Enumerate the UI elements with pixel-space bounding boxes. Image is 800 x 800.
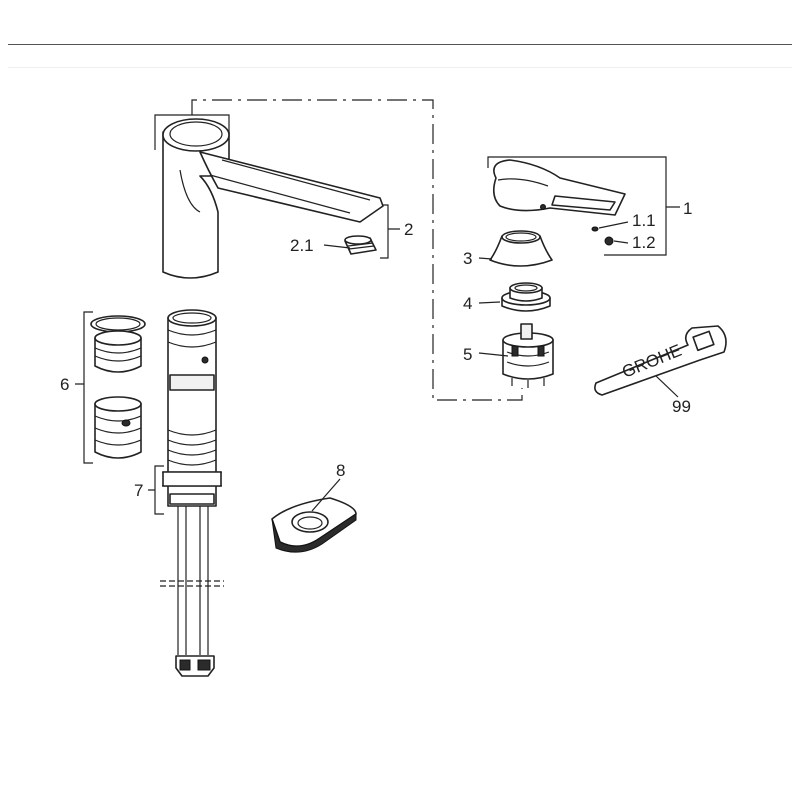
label-1-2-leader <box>613 240 629 244</box>
label-4: 4 <box>463 294 472 313</box>
header-rule <box>8 44 792 45</box>
cap <box>604 236 614 246</box>
cover-cap <box>489 230 553 267</box>
label-3-leader <box>478 257 493 260</box>
label-8-leader <box>311 478 341 512</box>
label-1-2: 1.2 <box>632 233 656 252</box>
label-6: 6 <box>60 375 69 394</box>
label-7: 7 <box>134 481 143 500</box>
cartridge <box>502 323 554 388</box>
label-4-leader <box>478 301 501 304</box>
screw <box>591 226 599 232</box>
seal-ring-set-upper <box>90 315 146 373</box>
seal-ring-set-lower <box>94 396 142 459</box>
label-5-leader <box>478 352 509 357</box>
label-5: 5 <box>463 345 472 364</box>
aerator <box>344 235 377 255</box>
label-99-leader <box>655 375 679 398</box>
label-3: 3 <box>463 249 472 268</box>
label-6-bracket <box>75 311 93 464</box>
label-1-1: 1.1 <box>632 211 656 230</box>
label-8: 8 <box>336 461 345 480</box>
label-7-bracket <box>148 465 164 515</box>
supply-hoses <box>160 506 224 677</box>
label-2: 2 <box>404 220 413 239</box>
assembly-connector-line <box>191 99 523 401</box>
handle-lever <box>492 159 626 216</box>
label-99: 99 <box>672 397 691 416</box>
threaded-ring <box>501 282 551 312</box>
spout-bracket <box>154 114 230 150</box>
header-subrule <box>8 67 792 68</box>
label-2-bracket <box>380 204 400 259</box>
service-wrench: GROHE <box>594 325 727 396</box>
mounting-body <box>162 309 222 507</box>
base-plate <box>271 497 357 553</box>
label-1-1-leader <box>598 221 629 229</box>
spout-body <box>162 118 384 279</box>
label-2-1-leader <box>323 244 351 249</box>
label-1-bracket <box>487 156 680 256</box>
label-1: 1 <box>683 199 692 218</box>
label-2-1: 2.1 <box>290 236 314 255</box>
